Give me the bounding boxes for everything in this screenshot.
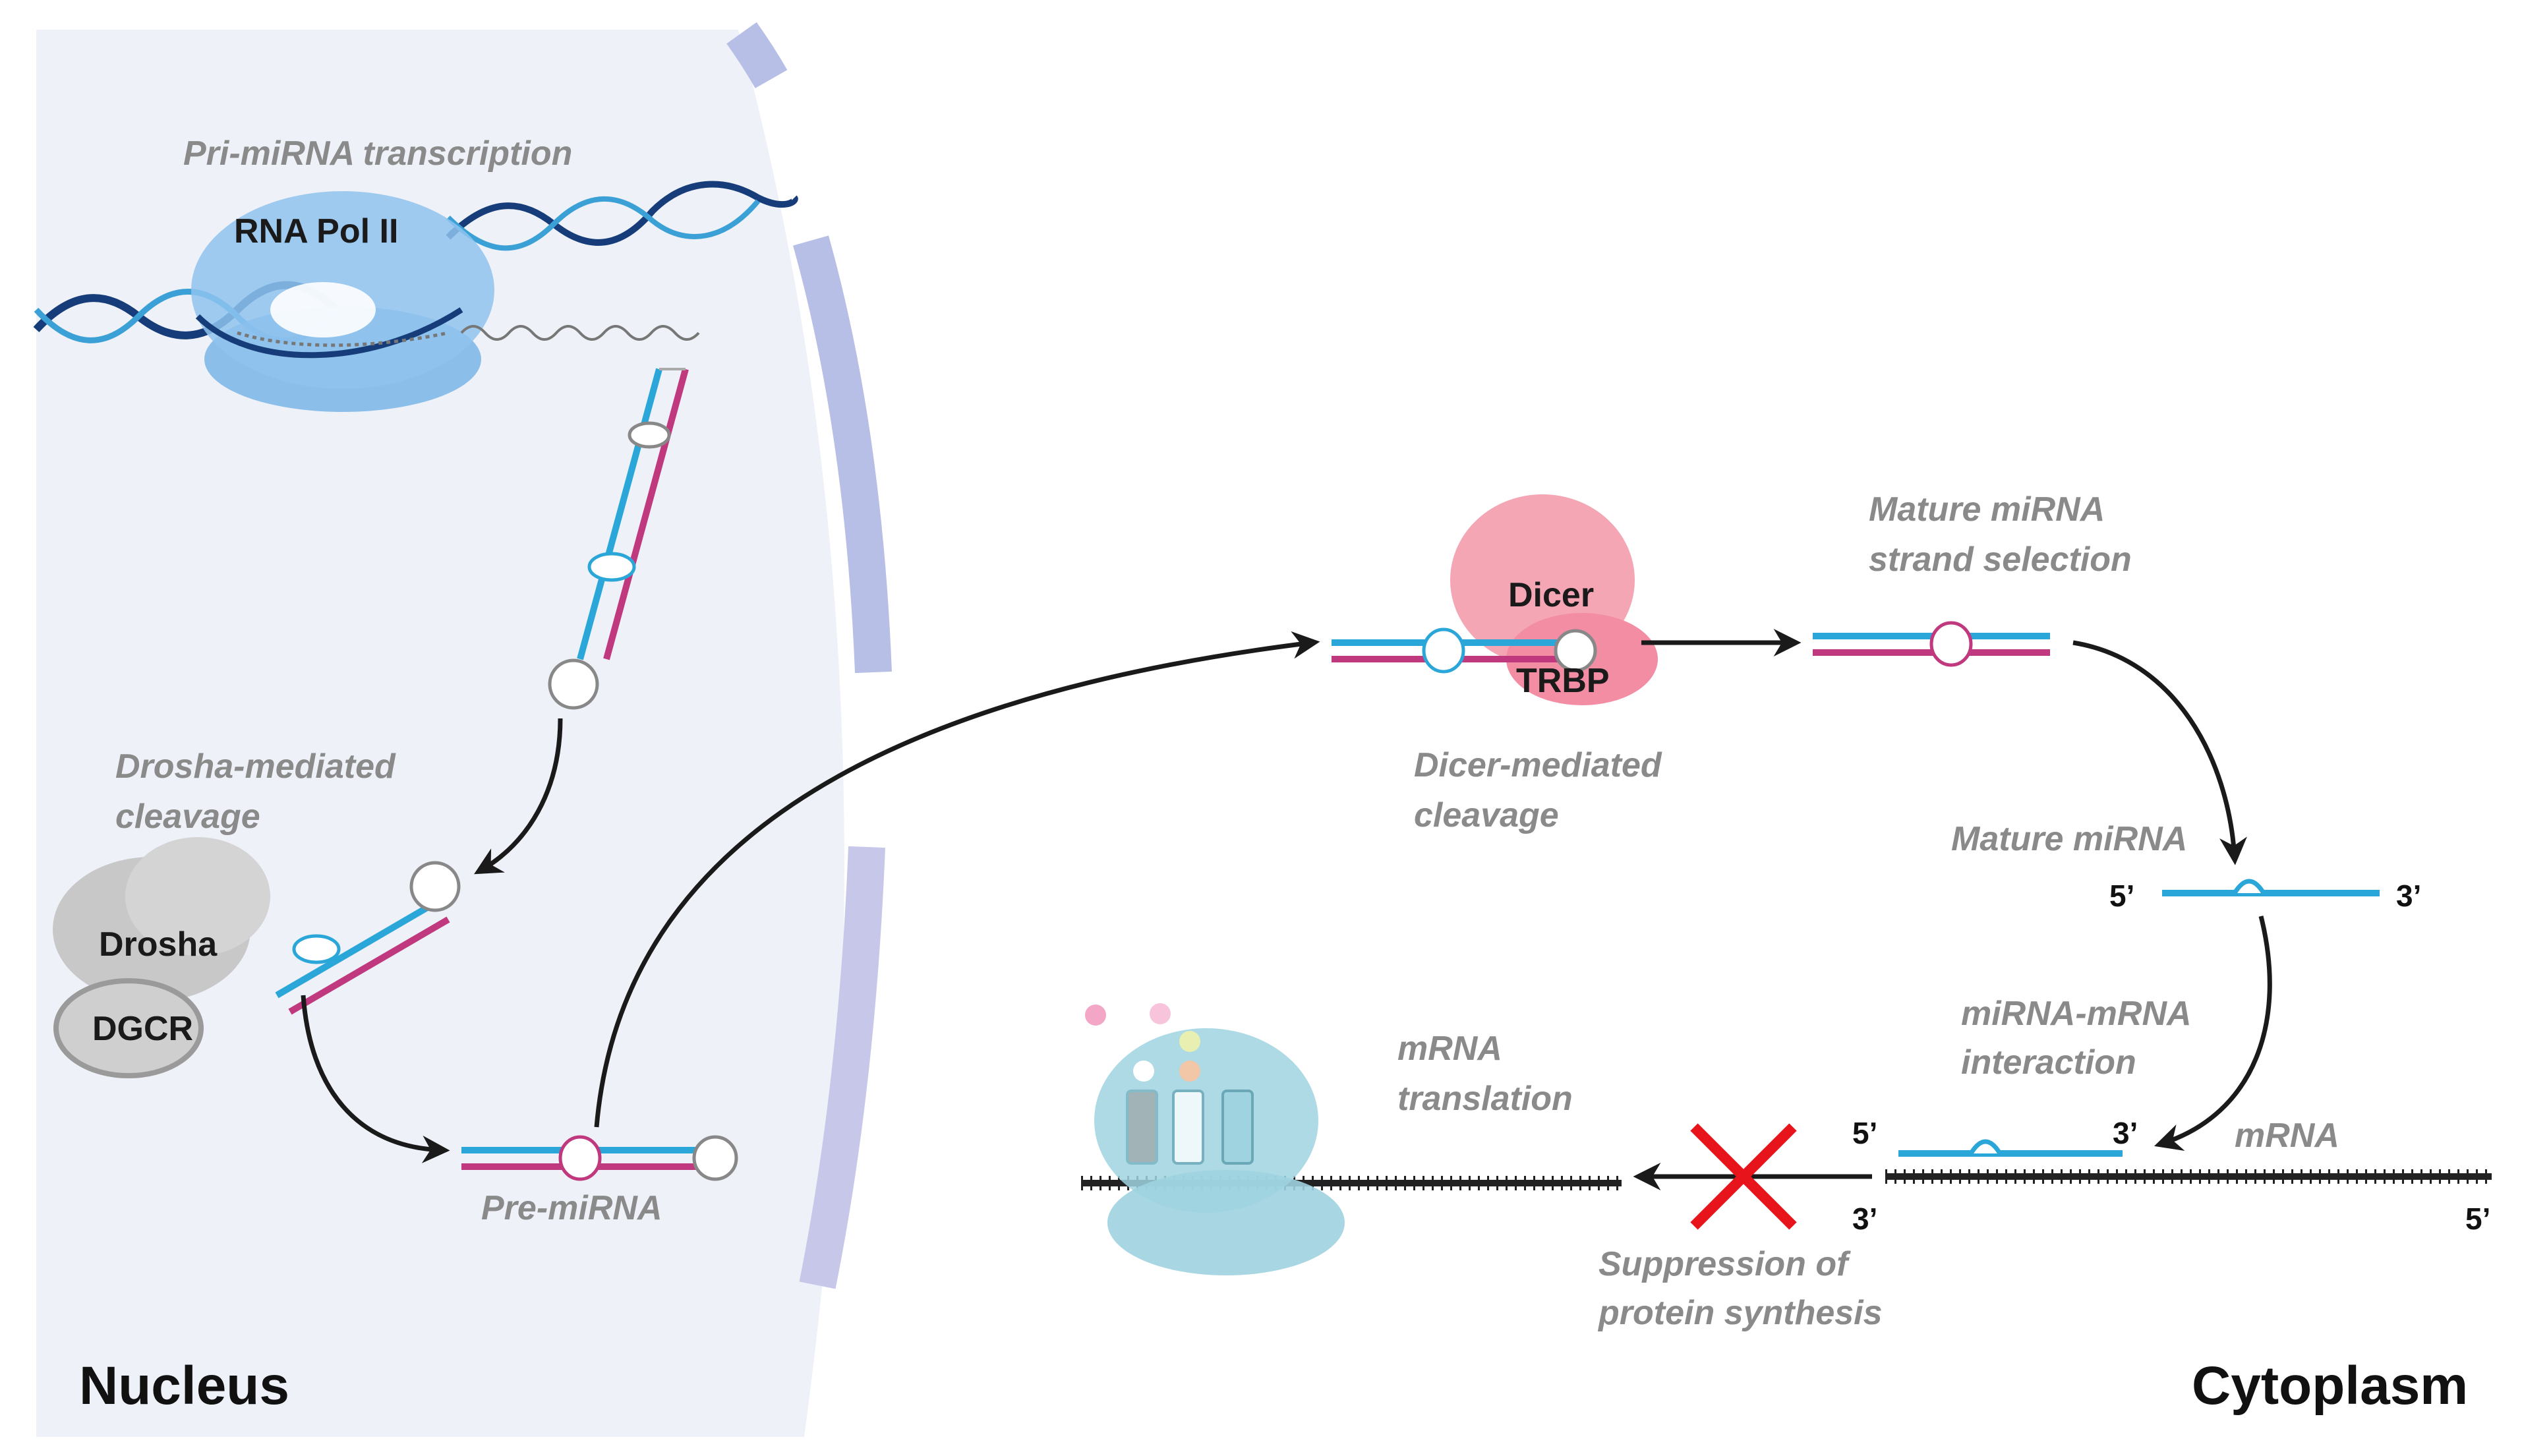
dicer-trbp-complex (1332, 494, 1658, 705)
duplex-3prime: 3’ (2113, 1116, 2138, 1150)
rna-pol-ii (191, 191, 494, 412)
arrow-to-pre-mirna (301, 995, 450, 1163)
ribosome (1081, 1003, 1622, 1275)
translation-label: mRNA translation (1397, 1030, 1573, 1118)
pri-mirna-transcription-label: Pri-miRNA transcription (183, 134, 572, 173)
mirna-duplex (1813, 621, 2050, 667)
rna-pol-ii-label: RNA Pol II (234, 212, 398, 250)
nuclear-envelope-segment (793, 235, 892, 674)
arrow-to-dicer (594, 631, 1320, 1128)
nuclear-envelope-segment (726, 22, 788, 88)
mirna-mrna-duplex (1885, 1139, 2492, 1184)
suppression-label: Suppression of protein synthesis (1597, 1245, 1883, 1332)
nuclear-envelope-segment (799, 846, 885, 1289)
dicer-cleavage-label: Dicer-mediated cleavage (1414, 746, 1671, 834)
nucleus-label: Nucleus (79, 1356, 289, 1416)
mrna-5prime: 5’ (2465, 1202, 2490, 1236)
block-cross-icon (1690, 1123, 1797, 1230)
pri-mirna-tail (460, 325, 700, 341)
drosha-cleavage-label: Drosha-mediated cleavage (115, 747, 405, 836)
pre-mirna-label: Pre-miRNA (481, 1189, 662, 1227)
mrna-3prime: 3’ (1852, 1202, 1877, 1236)
drosha-dgcr-complex (53, 837, 461, 1078)
interaction-label: miRNA-mRNA interaction (1961, 995, 2200, 1082)
arrow-to-drosha (474, 718, 563, 875)
trbp-label: TRBP (1516, 662, 1610, 700)
pri-mirna-hairpin (548, 368, 689, 710)
mature-mirna-3prime: 3’ (2396, 879, 2421, 913)
drosha-label: Drosha (99, 925, 218, 964)
pre-mirna (461, 1135, 738, 1181)
dgcr-label: DGCR (92, 1010, 193, 1048)
mature-mirna-5prime: 5’ (2109, 879, 2134, 913)
arrow-to-interaction (2154, 916, 2272, 1151)
mature-mirna-strand (2162, 879, 2380, 896)
mrna-label: mRNA (2235, 1117, 2339, 1155)
duplex-5prime: 5’ (1852, 1116, 1877, 1150)
mature-mirna-label: Mature miRNA (1951, 820, 2187, 858)
arrow-to-mature-mirna (2072, 640, 2247, 865)
dicer-label: Dicer (1508, 576, 1594, 614)
strand-selection-label: Mature miRNA strand selection (1869, 490, 2132, 579)
cytoplasm-label: Cytoplasm (2192, 1356, 2468, 1416)
